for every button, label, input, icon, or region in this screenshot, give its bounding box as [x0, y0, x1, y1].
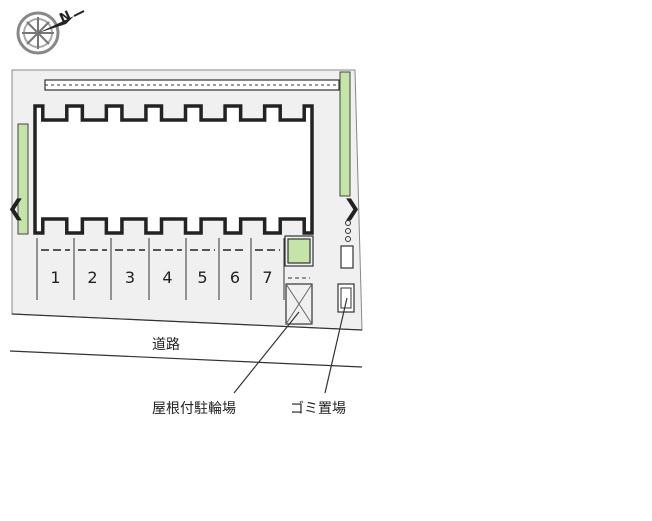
bicycle-parking-label: 屋根付駐輪場	[152, 401, 236, 417]
callout-line-bicycle	[233, 311, 300, 394]
parking-space-number: 4	[162, 268, 173, 287]
compass-rose-icon	[16, 10, 85, 55]
parking-space-number: 1	[50, 268, 61, 287]
greenery-left	[17, 123, 29, 235]
callout-line-garbage	[324, 297, 348, 394]
parking-space-number: 5	[197, 268, 208, 287]
parking-space-number: 7	[262, 268, 273, 287]
greenery-right	[339, 71, 351, 197]
road-label: 道路	[152, 337, 180, 353]
road-edge-top	[11, 313, 363, 331]
garbage-area-label: ゴミ置場	[290, 401, 346, 417]
next-arrow-icon[interactable]: ❯	[342, 195, 362, 221]
parking-lines	[36, 238, 285, 300]
garbage-area	[337, 220, 355, 313]
previous-arrow-icon[interactable]: ❮	[6, 195, 26, 221]
parking-space-number: 6	[229, 268, 241, 287]
bicycle-parking	[284, 235, 314, 325]
parking-space-number: 2	[87, 268, 98, 287]
parking-space-number: 3	[124, 268, 136, 287]
apartment-building	[33, 104, 314, 235]
road-edge-bottom	[9, 350, 363, 368]
